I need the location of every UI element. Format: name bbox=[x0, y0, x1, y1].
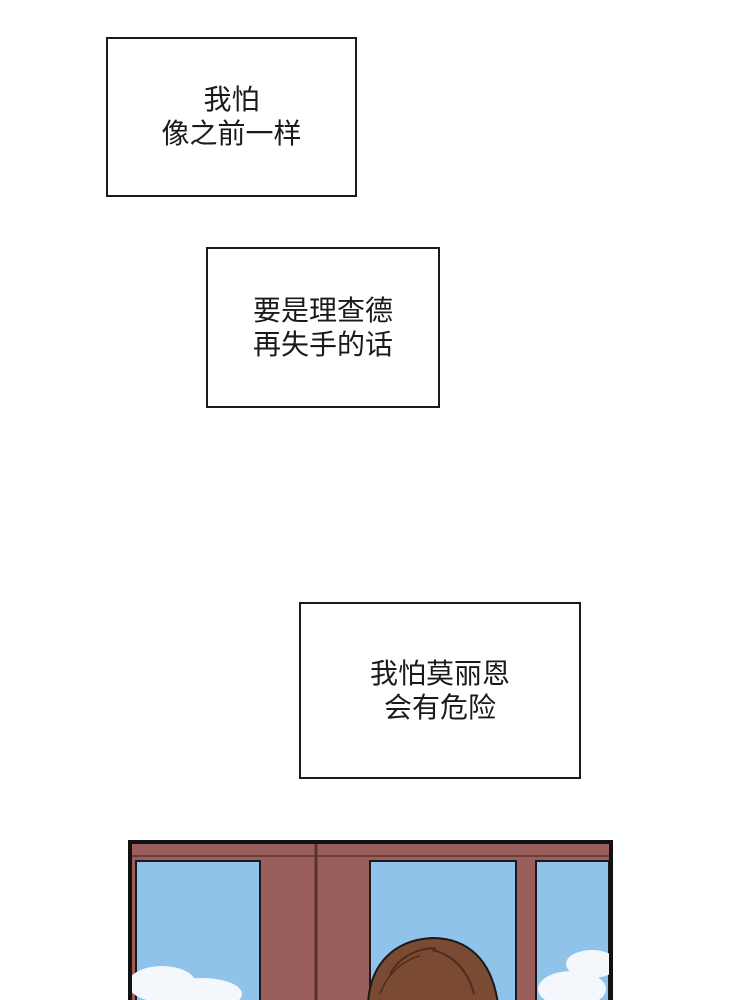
caption-line: 我怕莫丽恩 bbox=[369, 656, 510, 690]
window-scene-illustration bbox=[132, 844, 609, 1000]
caption-line: 要是理查德 bbox=[252, 293, 393, 327]
comic-panel-window bbox=[128, 840, 613, 1000]
caption-line: 再失手的话 bbox=[252, 327, 393, 361]
caption-line: 像之前一样 bbox=[161, 117, 302, 150]
caption-box-2: 要是理查德 再失手的话 bbox=[206, 247, 440, 408]
caption-box-3: 我怕莫丽恩 会有危险 bbox=[299, 602, 581, 779]
caption-box-1: 我怕 像之前一样 bbox=[106, 37, 357, 197]
caption-line: 会有危险 bbox=[383, 690, 496, 724]
caption-line: 我怕 bbox=[203, 83, 260, 116]
